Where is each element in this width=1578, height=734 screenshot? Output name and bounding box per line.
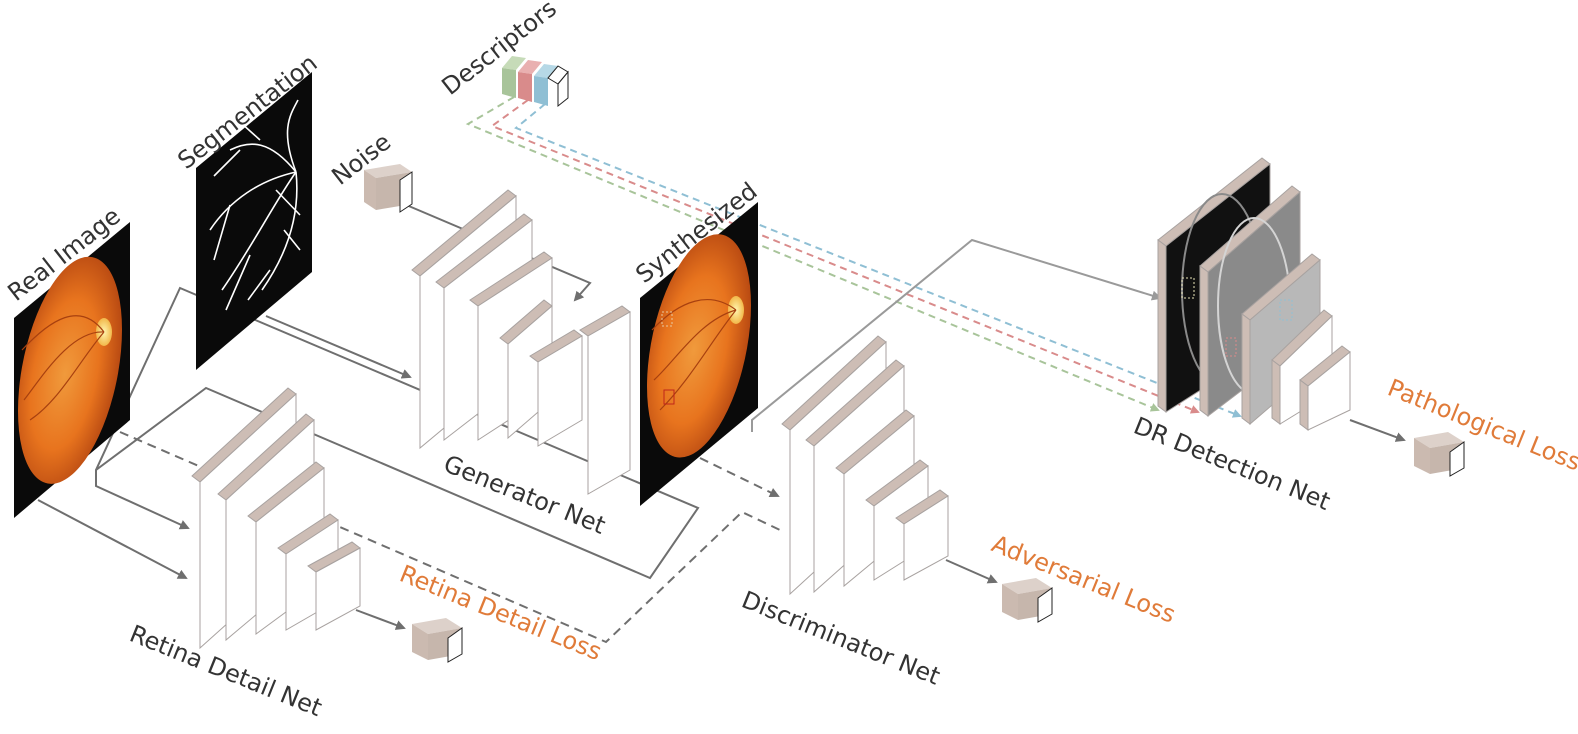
generator-net-layers (411, 189, 631, 495)
dr-detection-net-label: DR Detection Net (1130, 412, 1334, 516)
retina-loss-cube-icon (412, 618, 463, 663)
retina-detail-net-layers (191, 387, 361, 650)
discriminator-net-label: Discriminator Net (738, 586, 944, 691)
stacked-cubes-icon (502, 56, 569, 108)
cube-icon (364, 164, 413, 213)
discriminator-net-layers (781, 335, 949, 596)
synthesized-panel (640, 202, 758, 506)
connectors (37, 96, 1406, 644)
pathological-loss-cube-icon (1414, 432, 1465, 477)
real-image-panel (14, 222, 130, 518)
dr-detection-net-layers (1157, 157, 1351, 431)
segmentation-panel (196, 72, 312, 370)
generator-net-label: Generator Net (440, 450, 610, 540)
pathological-loss-label: Pathological Loss (1384, 374, 1578, 477)
adversarial-loss-cube-icon (1002, 578, 1053, 623)
